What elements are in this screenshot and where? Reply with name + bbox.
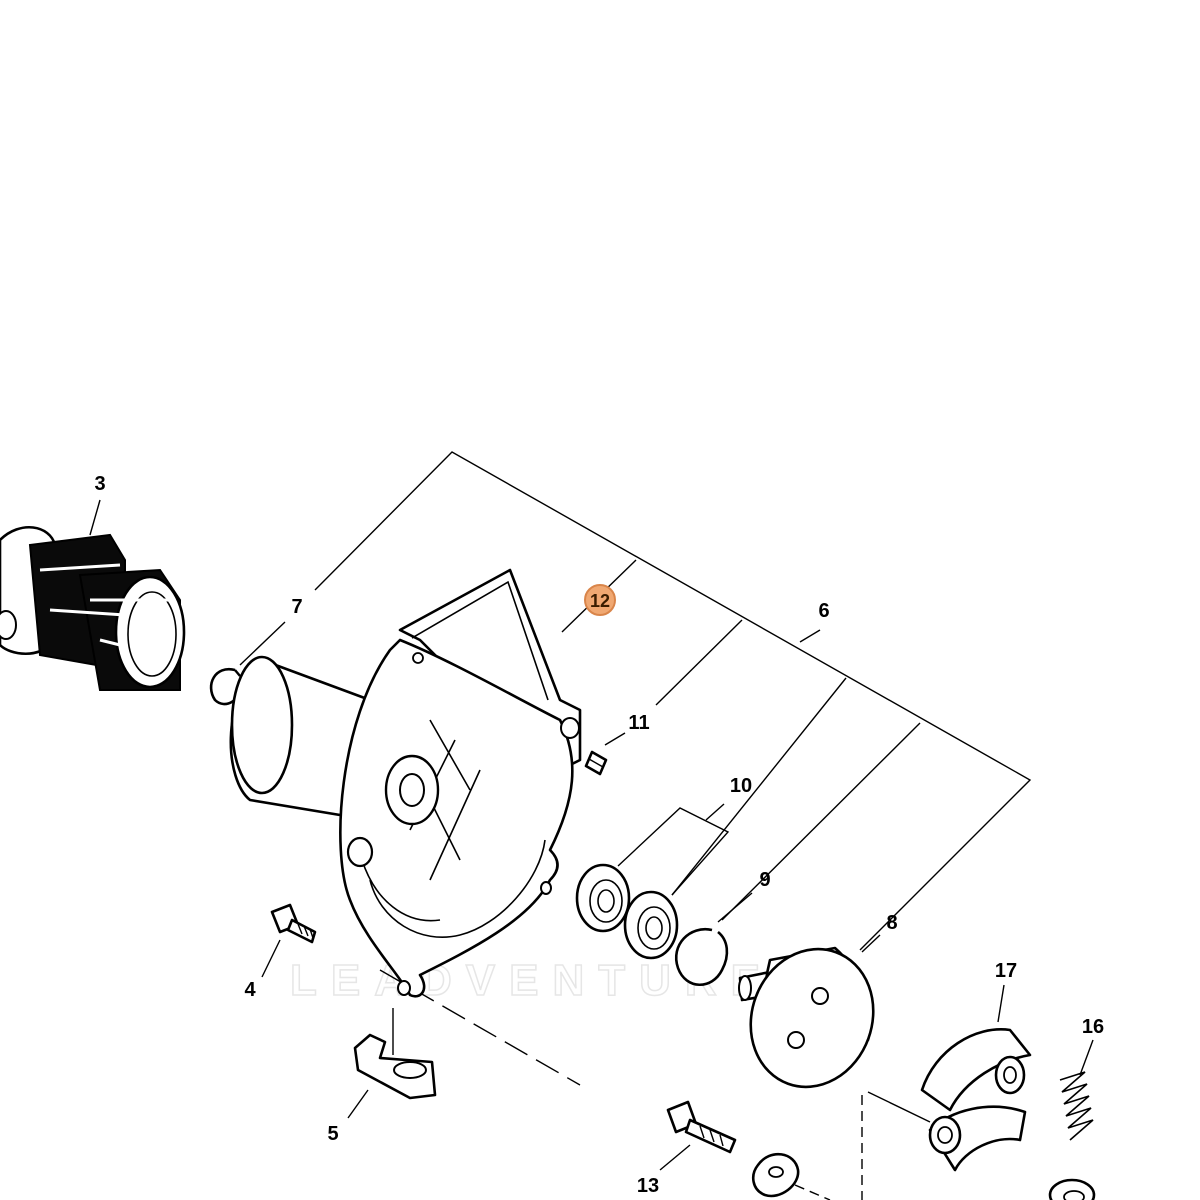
callout-7[interactable]: 7 bbox=[291, 596, 302, 618]
part-11-pin bbox=[584, 750, 608, 776]
part-6-housing bbox=[229, 568, 582, 998]
callout-8[interactable]: 8 bbox=[886, 912, 897, 934]
callout-16[interactable]: 16 bbox=[1082, 1016, 1104, 1038]
callout-9[interactable]: 9 bbox=[759, 869, 770, 891]
callout-11[interactable]: 11 bbox=[628, 712, 649, 734]
callout-3[interactable]: 3 bbox=[94, 473, 105, 495]
part-3-coupling bbox=[0, 525, 186, 691]
callouts: 3 4 5 6 7 8 9 10 11 12 13 16 17 bbox=[94, 473, 1104, 1197]
part-washer-bottom bbox=[1048, 1178, 1096, 1200]
callout-17[interactable]: 17 bbox=[995, 960, 1017, 982]
part-8-clutch-drum bbox=[738, 946, 875, 1089]
callout-4[interactable]: 4 bbox=[244, 979, 256, 1001]
callout-12[interactable]: 12 bbox=[590, 591, 610, 611]
leader-lines bbox=[89, 451, 1094, 1200]
part-13-bolt bbox=[666, 1100, 800, 1198]
part-10-bearings bbox=[575, 863, 679, 960]
callout-6[interactable]: 6 bbox=[818, 600, 829, 622]
callout-5[interactable]: 5 bbox=[327, 1123, 338, 1145]
part-16-spring bbox=[1059, 1071, 1094, 1141]
callout-10[interactable]: 10 bbox=[730, 775, 752, 797]
part-9-snap-ring bbox=[675, 927, 729, 986]
part-4-screw bbox=[270, 903, 317, 944]
callout-13[interactable]: 13 bbox=[637, 1175, 659, 1197]
part-17-clutch-shoes bbox=[920, 1028, 1032, 1172]
part-5-bracket bbox=[353, 1033, 437, 1100]
highlight-circle bbox=[584, 584, 616, 616]
callout-12-highlight[interactable]: 12 bbox=[584, 584, 616, 616]
